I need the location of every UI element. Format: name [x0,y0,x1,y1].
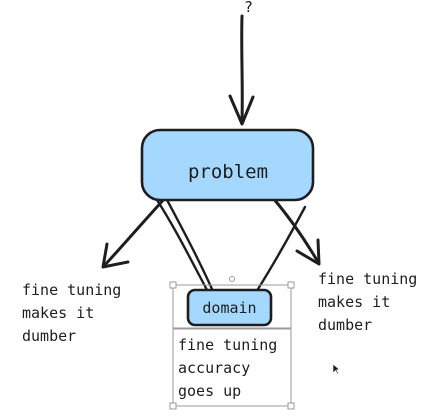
selection-frame[interactable] [169,276,295,410]
arrow-problem-to-right[interactable] [271,196,321,266]
annotation-bottom-line-3: goes up [178,382,241,400]
node-domain-label: domain [202,299,256,317]
annotation-left-line-1: fine tuning [22,281,121,299]
node-domain-shape [186,288,273,327]
annotation-right-line-1: fine tuning [318,270,417,288]
annotation-bottom[interactable]: fine tuning accuracy goes up [178,336,277,400]
node-problem[interactable]: problem [140,128,315,202]
connector-problem-domain-left[interactable] [155,196,214,292]
node-problem-label: problem [188,161,268,183]
node-domain[interactable]: domain [186,288,273,327]
annotation-right-line-3: dumber [318,316,372,334]
arrow-problem-to-left[interactable] [101,195,168,269]
annotation-right-line-2: makes it [318,293,390,311]
question-mark-label: ? [244,0,253,16]
selection-rotate-handle[interactable] [229,276,235,282]
annotation-bottom-line-2: accuracy [178,359,250,377]
annotation-left[interactable]: fine tuning makes it dumber [22,281,121,345]
annotation-left-line-3: dumber [22,327,76,345]
arrow-top-to-problem[interactable] [228,14,255,126]
annotation-left-line-2: makes it [22,304,94,322]
connector-problem-domain-right[interactable] [256,205,307,291]
annotation-right[interactable]: fine tuning makes it dumber [318,270,417,334]
node-problem-shape [140,128,315,202]
mouse-cursor-icon [332,363,341,375]
annotation-bottom-line-1: fine tuning [178,336,277,354]
